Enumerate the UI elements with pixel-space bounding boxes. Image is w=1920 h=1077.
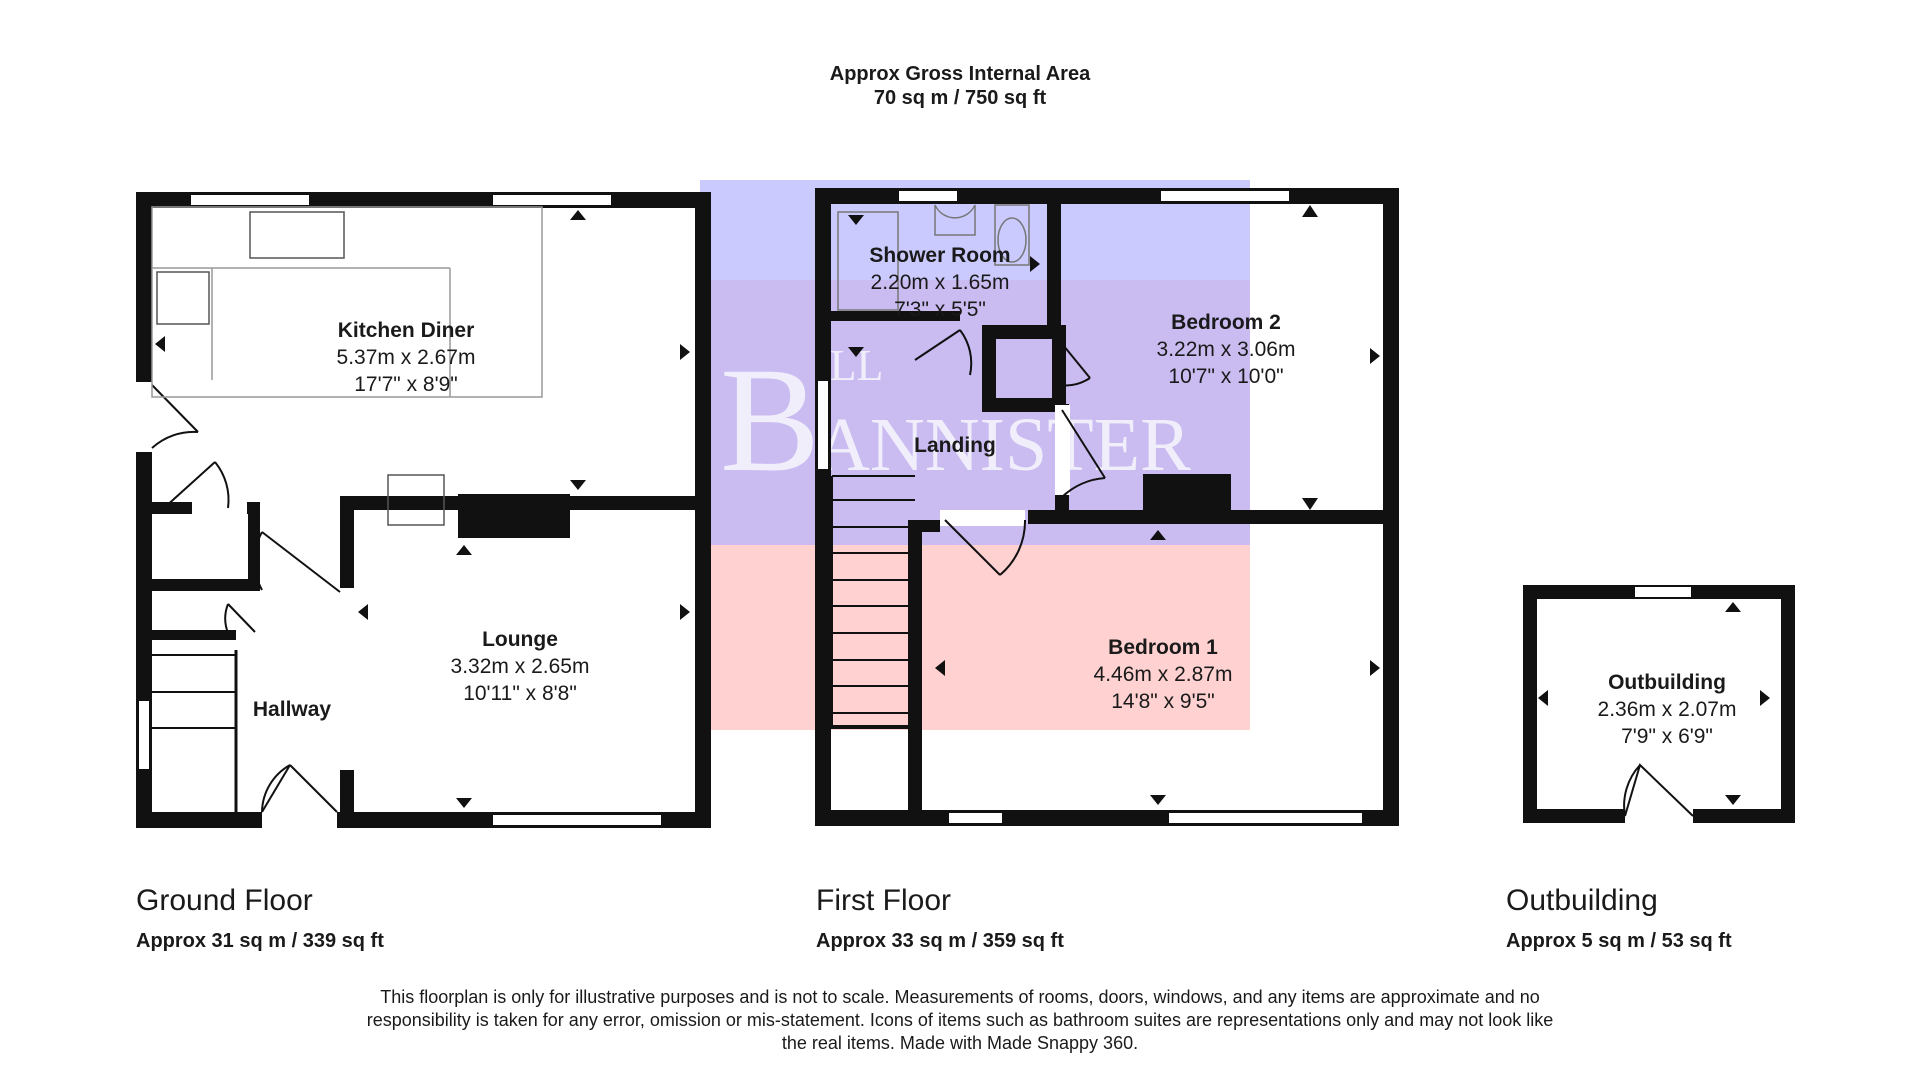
room-labels: Kitchen Diner 5.37m x 2.67m 17'7" x 8'9"… [253, 244, 1737, 748]
landing-name: Landing [914, 434, 996, 457]
outbuilding-plan [1523, 585, 1795, 824]
watermark-bottom: ANNISTER [815, 403, 1191, 487]
bedroom1-name: Bedroom 1 [1108, 636, 1218, 659]
first-floor-label: First Floor [816, 884, 951, 917]
lounge-metric: 3.32m x 2.65m [451, 655, 590, 678]
first-chimney [1143, 474, 1231, 514]
front-door-gap [262, 810, 337, 830]
first-floor-area: Approx 33 sq m / 359 sq ft [816, 930, 1064, 952]
gross-area-value: 70 sq m / 750 sq ft [873, 87, 1047, 109]
first-outer-wall [815, 188, 1399, 826]
shower-fittings [837, 204, 1030, 311]
outbuilding-arrows [1538, 602, 1770, 805]
bedroom2-name: Bedroom 2 [1171, 311, 1281, 334]
outbuilding-imperial: 7'9" x 6'9" [1621, 725, 1713, 748]
first-windows [816, 189, 1364, 825]
bedroom2-metric: 3.22m x 3.06m [1157, 338, 1296, 361]
ground-floor-label: Ground Floor [136, 884, 313, 917]
first-arrows [848, 205, 1380, 805]
cupboard-door-gap [192, 500, 247, 516]
outbuilding-floor-label: Outbuilding [1506, 884, 1658, 917]
airing-cupboard [982, 325, 1066, 412]
ground-stairs [152, 654, 236, 729]
bedroom1-door-gap [940, 510, 1025, 526]
first-floor-plan [815, 188, 1399, 826]
first-door-swings [914, 329, 1106, 576]
bedroom1-metric: 4.46m x 2.87m [1094, 663, 1233, 686]
kitchen-metric: 5.37m x 2.67m [337, 346, 476, 369]
outbuilding-name: Outbuilding [1608, 671, 1726, 694]
gross-area-title: Approx Gross Internal Area [829, 63, 1091, 85]
outbuilding-door-gap [1625, 808, 1693, 824]
ground-floor-plan [134, 192, 711, 830]
lounge-imperial: 10'11" x 8'8" [463, 682, 577, 705]
shower-metric: 2.20m x 1.65m [871, 271, 1010, 294]
kitchen-fittings [151, 206, 543, 526]
side-door-gap [134, 382, 154, 452]
kitchen-name: Kitchen Diner [338, 319, 475, 342]
outbuilding-metric: 2.36m x 2.07m [1598, 698, 1737, 721]
bedroom2-imperial: 10'7" x 10'0" [1168, 365, 1283, 388]
hallway-name: Hallway [253, 698, 332, 721]
disclaimer-text: This floorplan is only for illustrative … [366, 987, 1554, 1053]
lounge-name: Lounge [482, 628, 558, 651]
outbuilding-window [1633, 585, 1693, 599]
kitchen-imperial: 17'7" x 8'9" [354, 373, 458, 396]
watermark-initial: B [720, 337, 820, 503]
ground-arrows [155, 210, 690, 808]
outbuilding-floor-area: Approx 5 sq m / 53 sq ft [1506, 930, 1732, 952]
shower-name: Shower Room [869, 244, 1010, 267]
ground-door-swings [151, 384, 341, 813]
outbuilding-door-swing [1623, 763, 1694, 817]
bedroom1-imperial: 14'8" x 9'5" [1111, 690, 1215, 713]
chimney-block [458, 494, 570, 538]
shower-imperial: 7'3" x 5'5" [894, 298, 986, 321]
ground-floor-area: Approx 31 sq m / 339 sq ft [136, 930, 384, 952]
bedroom2-door-gap [1055, 405, 1070, 495]
ground-windows [137, 193, 663, 827]
